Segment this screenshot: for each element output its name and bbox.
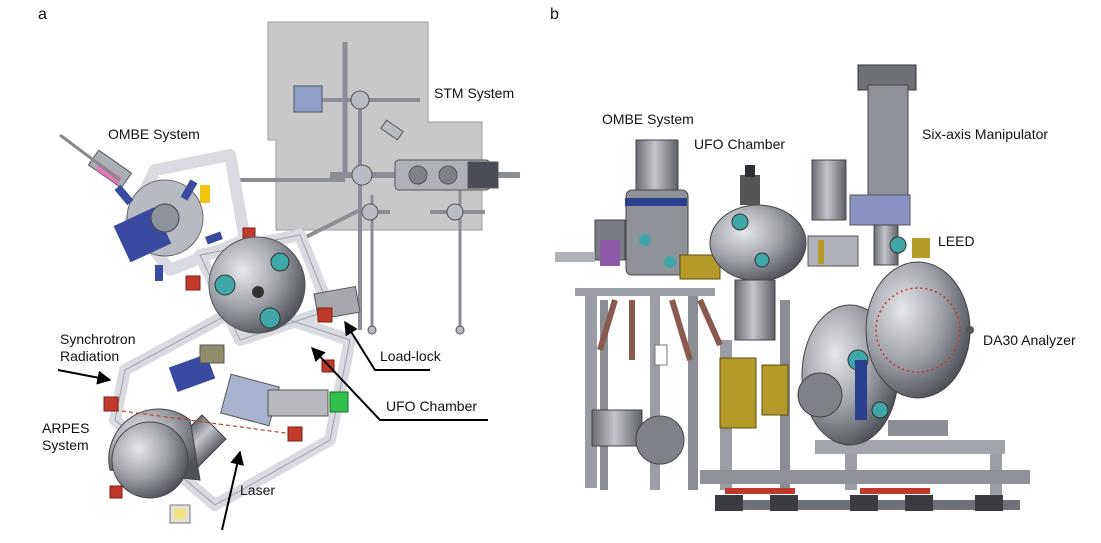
stm-system-plate <box>267 21 483 231</box>
panel-label-b: b <box>550 6 559 23</box>
label-synchrotron-radiation: Synchrotron Radiation <box>60 331 136 364</box>
label-laser: Laser <box>240 482 276 498</box>
label-ufo-chamber-b: UFO Chamber <box>694 136 786 152</box>
ufo-chamber-b <box>679 159 859 429</box>
ufo-chamber-sphere-a <box>208 236 361 334</box>
panel-a-diagram <box>57 21 520 531</box>
annotation-arrows-a <box>57 320 488 531</box>
label-leed: LEED <box>938 233 975 249</box>
label-da30-analyzer: DA30 Analyzer <box>983 332 1076 348</box>
arpes-assembly-a <box>103 344 349 524</box>
label-ombe-system-a: OMBE System <box>108 126 200 142</box>
six-axis-manipulator-b <box>849 64 917 266</box>
label-ufo-chamber-a: UFO Chamber <box>386 398 478 414</box>
stm-square-window <box>293 85 323 113</box>
ombe-chamber-b <box>555 139 723 465</box>
ombe-cluster-a <box>59 133 256 291</box>
label-ombe-system-b: OMBE System <box>602 111 694 127</box>
label-six-axis-manipulator: Six-axis Manipulator <box>922 126 1049 142</box>
panel-label-a: a <box>38 6 47 23</box>
stm-cross-fittings <box>350 90 499 335</box>
label-arpes-system: ARPES System <box>42 420 90 453</box>
label-load-lock: Load-lock <box>380 348 441 364</box>
panel-b-diagram <box>555 64 1030 511</box>
label-stm-system: STM System <box>434 85 515 101</box>
da30-analyzer-b <box>797 238 974 446</box>
